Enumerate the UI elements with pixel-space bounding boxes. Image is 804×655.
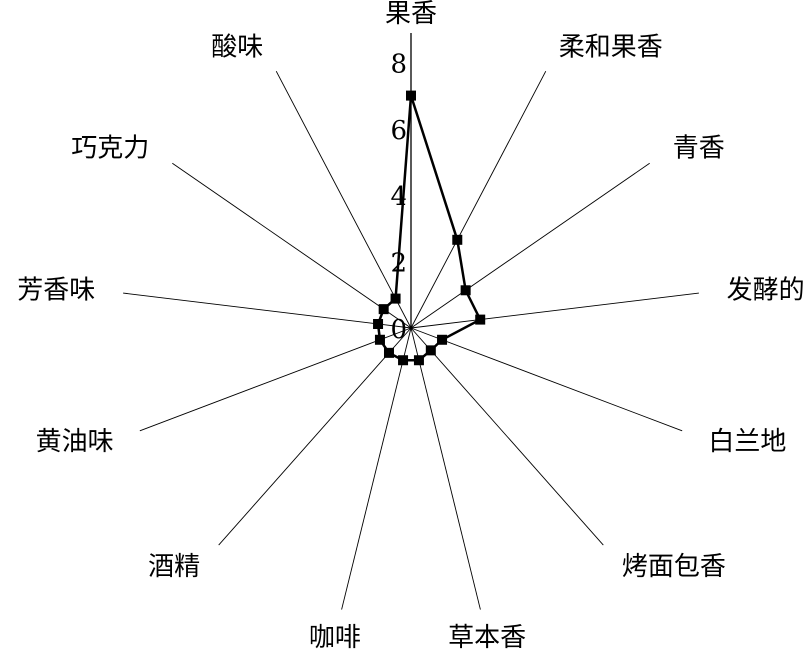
- data-point: [437, 334, 448, 345]
- axis-line: [275, 71, 412, 329]
- tick-label: 8: [390, 49, 407, 79]
- axis-label: 巧克力: [71, 133, 149, 163]
- axis-line: [410, 71, 547, 329]
- data-point: [452, 234, 463, 245]
- axis-label: 草本香: [448, 623, 526, 653]
- data-point: [398, 355, 409, 366]
- axis-line: [410, 162, 650, 329]
- axis-line: [172, 162, 412, 329]
- axis-label: 烤面包香: [622, 552, 726, 582]
- data-point: [475, 314, 486, 325]
- tick-label: 0: [390, 315, 407, 345]
- data-point: [383, 347, 394, 358]
- axis-label: 酸味: [211, 32, 263, 62]
- axis-label: 白兰地: [708, 427, 786, 457]
- tick-label: 6: [390, 116, 407, 146]
- axis-label: 发酵的: [727, 276, 804, 306]
- axis-line: [410, 327, 481, 610]
- axis-label: 黄油味: [36, 427, 114, 457]
- axis-label: 芳香味: [17, 276, 95, 306]
- axis-label: 咖啡: [309, 623, 361, 653]
- axis-label: 柔和果香: [559, 32, 663, 62]
- axis-line: [139, 327, 412, 432]
- data-point: [378, 304, 389, 315]
- data-point: [413, 355, 424, 366]
- axis-line: [410, 327, 604, 546]
- axis-label: 酒精: [148, 552, 200, 582]
- axis-line: [341, 327, 412, 610]
- data-point: [390, 293, 401, 304]
- axis-label: 青香: [673, 133, 725, 163]
- data-point: [425, 345, 436, 356]
- axis-line: [410, 292, 699, 329]
- axis-label: 果香: [385, 0, 437, 29]
- data-point: [374, 334, 385, 345]
- axis-line: [410, 327, 683, 432]
- axis-line: [123, 292, 412, 329]
- data-point: [406, 90, 416, 101]
- axis-line: [218, 327, 412, 546]
- data-point: [373, 318, 384, 329]
- data-point: [460, 285, 471, 296]
